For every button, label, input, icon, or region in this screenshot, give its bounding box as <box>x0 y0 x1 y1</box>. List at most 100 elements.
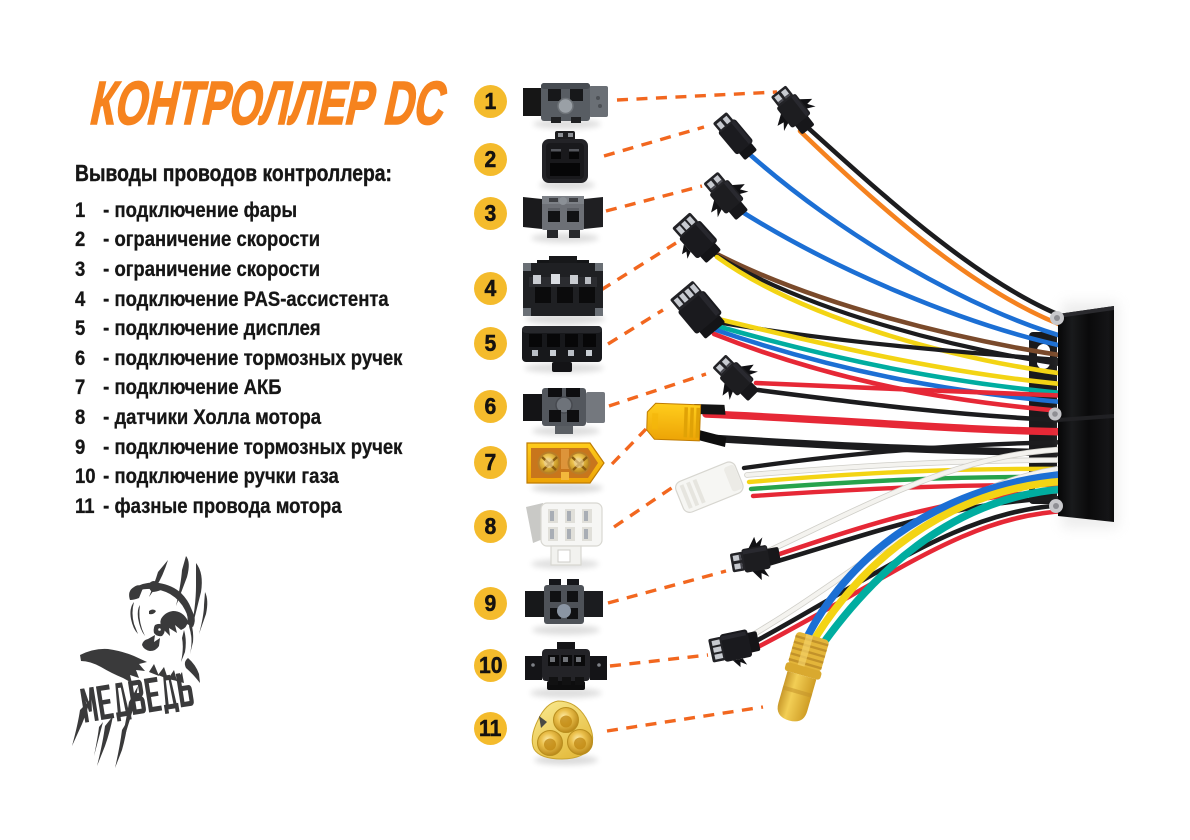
callout-line-10 <box>609 653 709 668</box>
wire-11-blue <box>796 470 1072 656</box>
plug-7-xt60 <box>646 402 727 448</box>
plug-8-hall <box>674 461 744 513</box>
wire-4-yellow <box>714 254 1075 378</box>
callout-line-11 <box>606 705 764 733</box>
wire-5-teal <box>714 323 1075 397</box>
wire-1-orange <box>797 128 1075 332</box>
wire-3-blue <box>733 205 1075 351</box>
callout-line-1 <box>616 90 778 102</box>
connector-icon-4 <box>523 256 605 325</box>
wire-8-yellow <box>746 466 1075 485</box>
legend-item-4: 4- подключение PAS-ассистента <box>75 287 389 311</box>
wire-10-white <box>741 464 1075 643</box>
badge-number: 7 <box>484 449 497 476</box>
phase-contact <box>553 707 579 733</box>
connector-icon-6 <box>523 388 605 436</box>
output-badge-10: 10 <box>474 649 507 682</box>
legend-item-9: 9- подключение тормозных ручек <box>75 435 403 459</box>
harness-plugs <box>646 77 829 722</box>
badge-number: 4 <box>484 275 497 302</box>
output-badge-6: 6 <box>474 390 507 423</box>
plug-10-sm <box>707 627 764 673</box>
plug-9-sm <box>727 532 784 585</box>
legend-heading: Выводы проводов контроллера: <box>75 160 392 186</box>
bear-figure <box>80 581 200 683</box>
output-badge-4: 4 <box>474 272 507 305</box>
badge-number: 10 <box>478 652 503 679</box>
legend: Выводы проводов контроллера: 1- подключе… <box>75 160 435 522</box>
connector-icon-8 <box>526 502 603 569</box>
callout-line-4 <box>600 241 677 292</box>
badge-number: 8 <box>484 513 497 540</box>
output-badge-1: 1 <box>474 85 507 118</box>
plug-11-mt60 <box>777 632 829 722</box>
plug-6-sm <box>703 345 770 412</box>
legend-item-8: 8- датчики Холла мотора <box>75 405 322 429</box>
output-badge-7: 7 <box>474 446 507 479</box>
legend-item-11: 11- фазные провода мотора <box>75 494 342 518</box>
bear-logo <box>72 556 208 768</box>
badge-number: 9 <box>484 590 497 617</box>
wire-8-white <box>745 458 1074 477</box>
legend-item-3: 3- ограничение скорости <box>75 257 321 281</box>
connector-icon-10 <box>525 642 607 698</box>
bear-arm-paw <box>80 648 147 683</box>
connector-icon-7 <box>526 442 605 493</box>
badge-number: 5 <box>484 330 497 357</box>
phase-contact <box>537 730 563 756</box>
callout-line-5 <box>607 308 664 346</box>
page-title: КОНТРОЛЛЕР DC <box>85 68 454 137</box>
connector-icon-2 <box>539 131 595 190</box>
controller-box <box>1048 302 1118 528</box>
logo-wordmark <box>80 673 194 723</box>
output-badge-11: 11 <box>474 712 507 745</box>
plug-4-sm <box>664 210 725 272</box>
connector-icon-9 <box>525 579 603 635</box>
connector-icon-3 <box>523 196 603 243</box>
callout-line-3 <box>605 184 703 213</box>
connector-icon-1 <box>523 83 608 129</box>
output-badge-2: 2 <box>474 143 507 176</box>
callout-line-6 <box>608 372 707 408</box>
badge-number: 1 <box>484 88 497 115</box>
connector-icon-5 <box>522 326 604 373</box>
bear-eye <box>149 609 156 615</box>
legend-item-1: 1- подключение фары <box>75 198 298 222</box>
connector-icons <box>522 83 608 765</box>
callout-line-9 <box>607 569 727 605</box>
output-badge-5: 5 <box>474 327 507 360</box>
callout-line-7 <box>610 427 648 466</box>
wire-10-black <box>744 502 1069 649</box>
connector-icon-11 <box>531 700 598 765</box>
callout-lines <box>600 90 778 733</box>
wire-10-red <box>747 508 1069 654</box>
legend-item-5: 5- подключение дисплея <box>75 317 321 341</box>
bear-upper-jaw <box>160 611 188 636</box>
wire-11-yellow <box>804 477 1072 654</box>
wire-9-white <box>759 446 1075 557</box>
plug-3-sm <box>693 163 759 230</box>
wire-6-red <box>753 380 1075 399</box>
legend-item-6: 6- подключение тормозных ручек <box>75 346 403 370</box>
wire-harness <box>702 123 1076 659</box>
wire-5-yellow <box>711 315 1075 388</box>
callout-line-8 <box>613 485 674 529</box>
badge-number: 3 <box>484 200 497 227</box>
wire-7-red <box>702 410 1076 436</box>
phase-contact <box>567 729 593 755</box>
wire-4-brown <box>708 248 1075 360</box>
legend-item-2: 2- ограничение скорости <box>75 228 321 252</box>
callout-line-2 <box>603 125 705 158</box>
wire-5-blue <box>713 327 1075 406</box>
wire-8-black <box>741 439 1075 471</box>
wire-1-black <box>803 123 1075 323</box>
wire-11-teal <box>811 485 1070 659</box>
output-badge-8: 8 <box>474 510 507 543</box>
wire-2-blue <box>744 149 1075 342</box>
bear-crown <box>134 582 195 627</box>
wire-6-black <box>755 387 1075 424</box>
output-badge-3: 3 <box>474 197 507 230</box>
output-badge-9: 9 <box>474 587 507 620</box>
